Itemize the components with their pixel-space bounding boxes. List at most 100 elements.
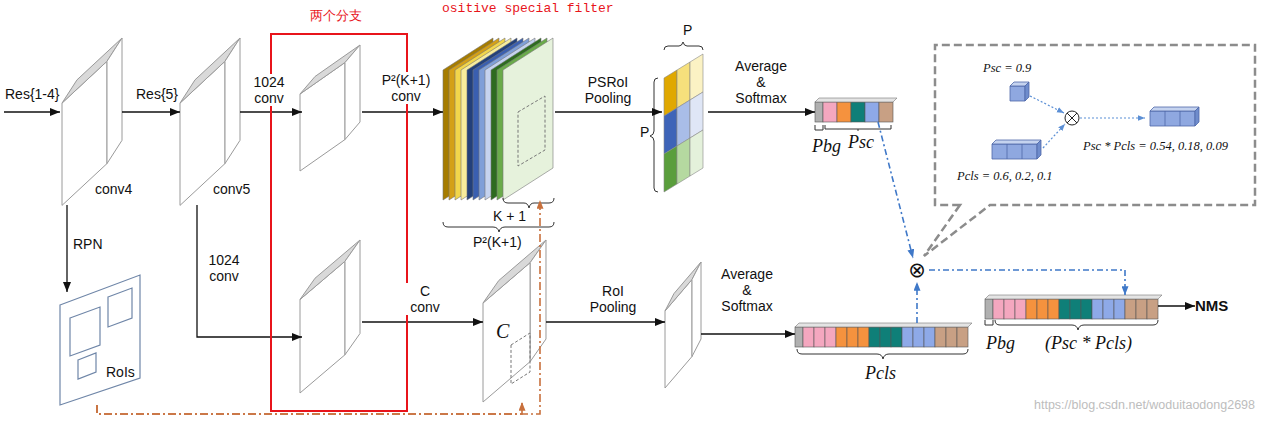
- conv-block: conv5: [180, 38, 240, 205]
- edge-label: Res{5}: [136, 86, 178, 102]
- vector-cell: [1004, 299, 1015, 319]
- vector-cell: [891, 327, 902, 347]
- roi-sheet: RoIs: [58, 292, 148, 405]
- connector: [878, 122, 913, 258]
- vector-top: [795, 323, 972, 327]
- vector-cell: [836, 327, 847, 347]
- edge-label: 1024 conv: [203, 252, 245, 284]
- node-text: P²(K+1): [473, 234, 522, 250]
- branch-slab: [300, 45, 360, 171]
- node-text: Pbg: [986, 333, 1015, 353]
- class-vector: Pcls: [795, 323, 968, 347]
- conv-block: conv4: [62, 38, 122, 205]
- edge-label: PSRoI Pooling: [578, 74, 638, 106]
- vector-cell: [1147, 299, 1158, 319]
- brace: [650, 78, 658, 192]
- roi-output: [665, 262, 701, 388]
- vector-cell: [1026, 299, 1037, 319]
- connector: [66, 205, 67, 292]
- vector-cell: [803, 327, 814, 347]
- node-text: P: [683, 22, 692, 38]
- vector-cell: [858, 327, 869, 347]
- callout-box: Psc = 0.9Pcls = 0.6, 0.2, 0.1 Psc * Pcls …: [935, 45, 1255, 205]
- connector: [555, 111, 662, 112]
- roi-sheet: [60, 275, 140, 405]
- brace: [503, 198, 554, 208]
- vector-cell: [851, 102, 865, 122]
- class-map: [483, 240, 546, 402]
- vector-cell: [985, 299, 993, 319]
- branch-slab: [300, 240, 360, 393]
- watermark: https://blog.csdn.net/woduitaodong2698: [1034, 397, 1255, 413]
- vector-cell: [823, 102, 837, 122]
- vector-cell: [1125, 299, 1136, 319]
- connector: [362, 111, 443, 112]
- node-text: NMS: [1195, 297, 1228, 315]
- vector-cell: [924, 327, 935, 347]
- connector: [929, 270, 1125, 295]
- vector-cell: [957, 327, 968, 347]
- connector: [1158, 305, 1195, 306]
- vector-cell: [847, 327, 858, 347]
- vector-cell: [815, 102, 823, 122]
- conv4-slab: [62, 38, 122, 205]
- roi-output: [665, 262, 701, 388]
- node-text: (Psc * Pcls): [1045, 333, 1132, 353]
- vector-top: [985, 295, 1162, 299]
- vector-cell: [902, 327, 913, 347]
- connector: [362, 321, 483, 322]
- score-vector: PbgPsc: [815, 98, 893, 122]
- connector: [97, 402, 522, 414]
- connector: [701, 333, 795, 334]
- vector-cell: [1114, 299, 1125, 319]
- node-text: Psc = 0.9: [983, 61, 1031, 75]
- annotation: ositive special filter: [442, 1, 614, 17]
- node-text: 两个分支: [310, 8, 362, 24]
- brace: [664, 42, 703, 50]
- node-text: K + 1: [493, 208, 526, 224]
- input-arrow: [4, 111, 60, 112]
- node-text: Psc: [848, 132, 874, 152]
- node-text: C: [496, 320, 509, 342]
- vector-cell: [865, 102, 879, 122]
- node-text: ⊗: [905, 258, 929, 282]
- node-text: P: [640, 124, 649, 140]
- edge-label: C conv: [404, 283, 446, 315]
- score-maps: K + 1P²(K+1): [443, 38, 555, 200]
- input-label: Res{1-4}: [5, 86, 59, 102]
- vector-cell: [993, 299, 1004, 319]
- node-text: Psc * Pcls = 0.54, 0.18, 0.09: [1083, 139, 1228, 153]
- pooled-grid: PP: [662, 52, 708, 194]
- vector-cell: [913, 327, 924, 347]
- conv5-slab: [180, 38, 240, 205]
- edge-label: 1024 conv: [248, 74, 290, 106]
- vector-cell: [1070, 299, 1081, 319]
- connector: [197, 205, 302, 337]
- connector: [122, 111, 180, 112]
- vector-cell: [946, 327, 957, 347]
- vector-cell: [1015, 299, 1026, 319]
- vector-cell: [837, 102, 851, 122]
- vector-top: [815, 98, 897, 102]
- final-vector: Pbg(Psc * Pcls): [985, 295, 1158, 319]
- vector-cell: [869, 327, 880, 347]
- node-text: conv4: [95, 181, 132, 197]
- branch-block: [302, 47, 362, 173]
- vector-cell: [1081, 299, 1092, 319]
- branch-block: [302, 242, 362, 395]
- score-maps: [443, 38, 553, 200]
- node-text: RoIs: [106, 364, 135, 380]
- nms-step: NMS: [1195, 297, 1235, 317]
- vector-cell: [1092, 299, 1103, 319]
- vector-cell: [935, 327, 946, 347]
- edge-label: RoI Pooling: [584, 283, 642, 315]
- vector-cell: [1059, 299, 1070, 319]
- vector-cell: [879, 102, 893, 122]
- multiply-symbol: [1065, 111, 1079, 125]
- connector: [916, 282, 918, 323]
- node-text: Pcls = 0.6, 0.2, 0.1: [957, 169, 1053, 183]
- roi-window: [511, 333, 530, 384]
- node-text: Pcls: [865, 363, 896, 383]
- vector-cell: [814, 327, 825, 347]
